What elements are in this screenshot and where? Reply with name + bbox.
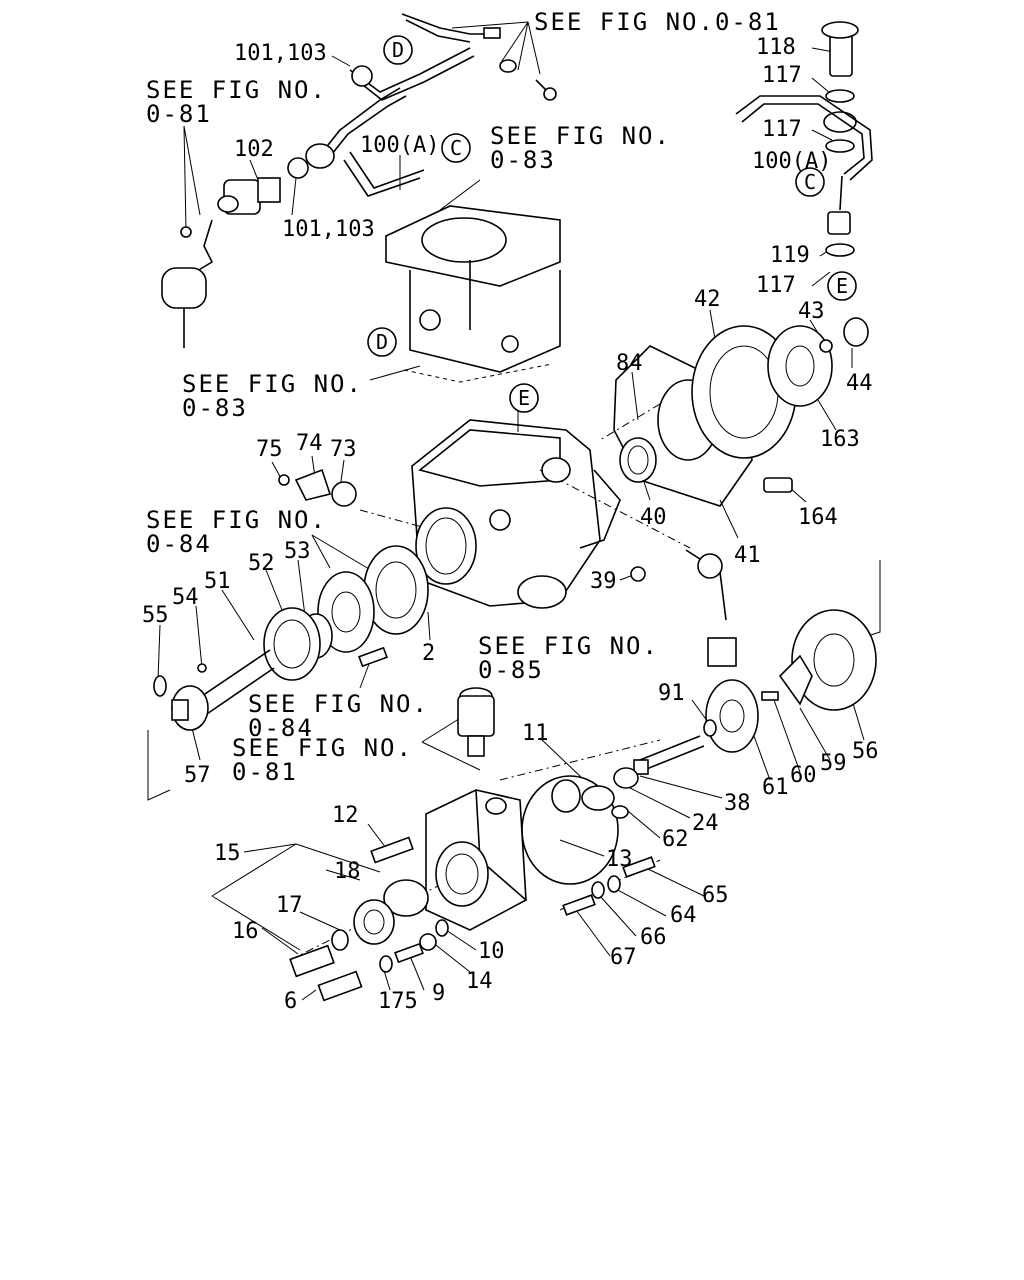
part-label: 16 [232,919,259,944]
part-label: 53 [284,539,311,564]
ref-fig-0-81-top: SEE FIG NO.0-81 [534,8,781,36]
brackets [147,560,881,801]
ref-fig-0-84-lower-line2: 0-84 [248,714,314,742]
part-label: 117 [762,63,802,88]
part-label: 14 [466,969,493,994]
pump-housing [411,419,621,609]
circle-d-top: D [383,35,413,65]
part-label: 10 [478,939,505,964]
ref-fig-0-81-lower-line2: 0-81 [232,758,298,786]
part-label: 175 [378,989,418,1014]
part-label: 13 [606,847,633,872]
ref-fig-0-85-line1: SEE FIG NO. [478,632,659,660]
solenoid-sensor [161,177,281,348]
ref-fig-0-85-line2: 0-85 [478,656,544,684]
ref-fig-0-84-lower-line1: SEE FIG NO. [248,690,429,718]
part-label: 67 [610,945,637,970]
timer-assembly [633,549,877,775]
part-label: 101,103 [234,41,327,66]
pipe-assembly-top [287,13,557,197]
governor-housing-reference [385,205,561,383]
ref-fig-0-84-left-line1: SEE FIG NO. [146,506,327,534]
part-label: 57 [184,763,211,788]
circle-e-right: E [827,271,857,301]
part-label: 117 [762,117,802,142]
svg-text:C: C [804,170,816,194]
part-label: 101,103 [282,217,375,242]
ref-fig-0-81-left-line2: 0-81 [146,100,212,128]
svg-text:E: E [518,386,530,410]
drive-shaft-assembly [153,468,429,731]
part-label: 100(A) [752,149,831,174]
part-label: 62 [662,827,689,852]
circle-c-left: C [441,133,471,163]
part-label: 24 [692,811,719,836]
circled-letters: D C C E D E [367,35,857,413]
svg-text:D: D [392,38,404,62]
figure-references: SEE FIG NO.0-81 SEE FIG NO. 0-81 SEE FIG… [146,8,781,786]
distributor-head [289,767,656,1002]
circle-c-right: C [795,167,825,197]
part-label: 164 [798,505,838,530]
part-label: 43 [798,299,825,324]
part-label: 84 [616,351,643,376]
ref-fig-0-83-top-line2: 0-83 [490,146,556,174]
part-label: 61 [762,775,789,800]
svg-text:D: D [376,330,388,354]
part-label: 41 [734,543,761,568]
banjo-pipe-assembly [735,21,873,257]
part-label: 40 [640,505,667,530]
part-label: 59 [820,751,847,776]
part-label: 64 [670,903,697,928]
part-label: 2 [422,641,435,666]
circle-d-lower: D [367,327,397,357]
part-label: 91 [658,681,685,706]
ref-fig-0-81-lower-line1: SEE FIG NO. [232,734,413,762]
part-label: 11 [522,721,549,746]
part-label: 73 [330,437,357,462]
part-label: 54 [172,585,199,610]
part-label: 39 [590,569,617,594]
part-label: 55 [142,603,169,628]
part-label: 60 [790,763,817,788]
fuel-cut-solenoid [457,687,495,757]
part-label: 51 [204,569,231,594]
part-label: 102 [234,137,274,162]
circle-e-housing: E [509,383,539,413]
part-label: 9 [432,981,445,1006]
part-label: 17 [276,893,303,918]
part-label: 56 [852,739,879,764]
ref-fig-0-84-left-line2: 0-84 [146,530,212,558]
part-label: 52 [248,551,275,576]
part-label: 42 [694,287,721,312]
part-label: 119 [770,243,810,268]
ref-fig-0-83-mid-line1: SEE FIG NO. [182,370,363,398]
part-label: 117 [756,273,796,298]
part-label: 6 [284,989,297,1014]
part-label: 44 [846,371,873,396]
ref-fig-0-83-top-line1: SEE FIG NO. [490,122,671,150]
part-label: 12 [332,803,359,828]
part-label: 74 [296,431,323,456]
drive-gear-assembly [613,317,869,582]
part-labels: 101,103 102 100(A) 101,103 118 117 117 1… [142,35,879,1014]
ref-fig-0-81-left-line1: SEE FIG NO. [146,76,327,104]
part-label: 100(A) [360,133,439,158]
part-label: 118 [756,35,796,60]
svg-text:E: E [836,274,848,298]
part-label: 65 [702,883,729,908]
part-label: 15 [214,841,241,866]
ref-fig-0-83-mid-line2: 0-83 [182,394,248,422]
part-label: 38 [724,791,751,816]
part-label: 75 [256,437,283,462]
part-label: 163 [820,427,860,452]
part-label: 66 [640,925,667,950]
svg-text:C: C [450,136,462,160]
part-label: 18 [334,859,361,884]
